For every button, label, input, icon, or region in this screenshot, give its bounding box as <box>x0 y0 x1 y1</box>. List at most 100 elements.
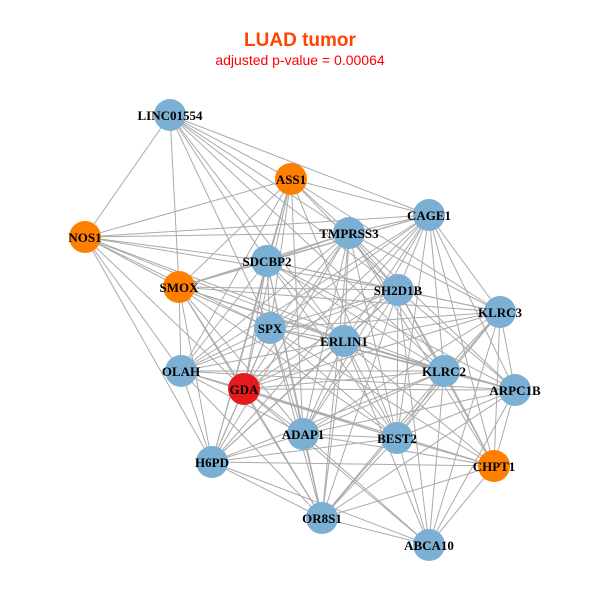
node-label: KLRC2 <box>422 364 466 379</box>
edge-ASS1-ADAP1 <box>290 178 304 435</box>
node-circle <box>428 355 460 387</box>
edge-NOS1-GDA <box>84 236 245 390</box>
node-OR8S1: OR8S1 <box>302 502 342 534</box>
node-CHPT1: CHPT1 <box>473 450 515 482</box>
node-label: ASS1 <box>276 172 306 187</box>
node-circle <box>382 274 414 306</box>
node-label: SPX <box>258 321 283 336</box>
edge-TMPRSS3-OR8S1 <box>321 232 350 519</box>
edge-CAGE1-ARPC1B <box>428 214 516 391</box>
edge-KLRC2-CHPT1 <box>443 370 495 467</box>
node-circle <box>196 446 228 478</box>
edge-CAGE1-OLAH <box>180 214 430 372</box>
edge-CAGE1-ADAP1 <box>302 214 430 435</box>
edge-ASS1-SMOX <box>178 178 292 288</box>
node-SMOX: SMOX <box>160 271 200 303</box>
node-CAGE1: CAGE1 <box>407 199 451 231</box>
edge-ADAP1-ABCA10 <box>302 433 430 546</box>
edge-BEST2-H6PD <box>211 437 398 463</box>
edge-SDCBP2-H6PD <box>211 260 268 463</box>
edge-SMOX-SH2D1B <box>178 286 399 291</box>
edge-TMPRSS3-CHPT1 <box>348 232 495 467</box>
edge-GDA-OR8S1 <box>243 388 323 519</box>
edge-LINC01554-KLRC2 <box>169 114 445 372</box>
edge-TMPRSS3-GDA <box>243 232 350 390</box>
edge-KLRC3-GDA <box>243 311 501 390</box>
edge-SPX-ARPC1B <box>269 327 516 391</box>
node-circle <box>413 199 445 231</box>
node-label: NOS1 <box>68 230 101 245</box>
node-circle <box>275 163 307 195</box>
edge-SMOX-KLRC3 <box>178 286 501 313</box>
node-circle <box>328 325 360 357</box>
edge-NOS1-SH2D1B <box>84 236 399 291</box>
edge-SH2D1B-SPX <box>269 289 399 329</box>
node-ERLIN1: ERLIN1 <box>320 325 368 357</box>
node-circle <box>251 245 283 277</box>
edge-ERLIN1-CHPT1 <box>343 340 495 467</box>
node-KLRC2: KLRC2 <box>422 355 466 387</box>
node-label: SMOX <box>160 280 200 295</box>
edge-LINC01554-SDCBP2 <box>169 114 268 262</box>
edge-LINC01554-NOS1 <box>84 114 171 238</box>
node-label: ARPC1B <box>489 383 541 398</box>
edge-CAGE1-KLRC3 <box>428 214 501 313</box>
edge-SMOX-BEST2 <box>178 286 398 439</box>
edge-GDA-ABCA10 <box>243 388 430 546</box>
node-H6PD: H6PD <box>195 446 229 478</box>
edge-BEST2-ABCA10 <box>396 437 430 546</box>
edge-CAGE1-SPX <box>269 214 430 329</box>
edge-TMPRSS3-ARPC1B <box>348 232 516 391</box>
edge-SDCBP2-KLRC2 <box>266 260 445 372</box>
edge-GDA-CHPT1 <box>243 388 495 467</box>
edge-KLRC2-GDA <box>243 370 445 390</box>
edge-CAGE1-ERLIN1 <box>343 214 430 342</box>
edge-SDCBP2-OLAH <box>180 260 268 372</box>
node-circle <box>163 271 195 303</box>
edge-TMPRSS3-KLRC3 <box>348 232 501 313</box>
node-label: ERLIN1 <box>320 334 368 349</box>
edge-BEST2-CHPT1 <box>396 437 495 467</box>
edge-ASS1-NOS1 <box>84 178 292 238</box>
node-circle <box>287 418 319 450</box>
edge-SPX-BEST2 <box>269 327 398 439</box>
node-ARPC1B: ARPC1B <box>489 374 541 406</box>
edge-OLAH-OR8S1 <box>180 370 323 519</box>
edge-SPX-OLAH <box>180 327 271 372</box>
edge-KLRC3-SPX <box>269 311 501 329</box>
node-circle <box>478 450 510 482</box>
edge-ARPC1B-ADAP1 <box>302 389 516 435</box>
edge-SMOX-SPX <box>178 286 271 329</box>
edge-CAGE1-CHPT1 <box>428 214 495 467</box>
node-label: ABCA10 <box>404 538 454 553</box>
node-label: SH2D1B <box>374 283 423 298</box>
node-circle <box>484 296 516 328</box>
node-circle <box>228 373 260 405</box>
node-LINC01554: LINC01554 <box>137 99 203 131</box>
edge-KLRC2-ADAP1 <box>302 370 445 435</box>
edge-GDA-ARPC1B <box>243 388 516 391</box>
node-label: ADAP1 <box>282 427 325 442</box>
node-circle <box>306 502 338 534</box>
edge-H6PD-OR8S1 <box>211 461 323 519</box>
edge-OR8S1-ABCA10 <box>321 517 430 546</box>
edge-CHPT1-OR8S1 <box>321 465 495 519</box>
edge-SPX-ADAP1 <box>269 327 304 435</box>
edge-KLRC3-ABCA10 <box>428 311 501 546</box>
node-KLRC3: KLRC3 <box>478 296 523 328</box>
edge-SPX-CHPT1 <box>269 327 495 467</box>
node-TMPRSS3: TMPRSS3 <box>319 217 379 249</box>
node-label: OLAH <box>162 364 200 379</box>
edge-LINC01554-TMPRSS3 <box>169 114 350 234</box>
edge-LINC01554-ERLIN1 <box>169 114 345 342</box>
node-label: TMPRSS3 <box>319 226 379 241</box>
node-label: H6PD <box>195 455 229 470</box>
edges <box>84 114 516 546</box>
edge-ASS1-KLRC3 <box>290 178 501 313</box>
node-OLAH: OLAH <box>162 355 200 387</box>
edge-NOS1-SMOX <box>84 236 180 288</box>
edge-NOS1-ERLIN1 <box>84 236 345 342</box>
edge-NOS1-OLAH <box>84 236 182 372</box>
edge-ERLIN1-GDA <box>243 340 345 390</box>
